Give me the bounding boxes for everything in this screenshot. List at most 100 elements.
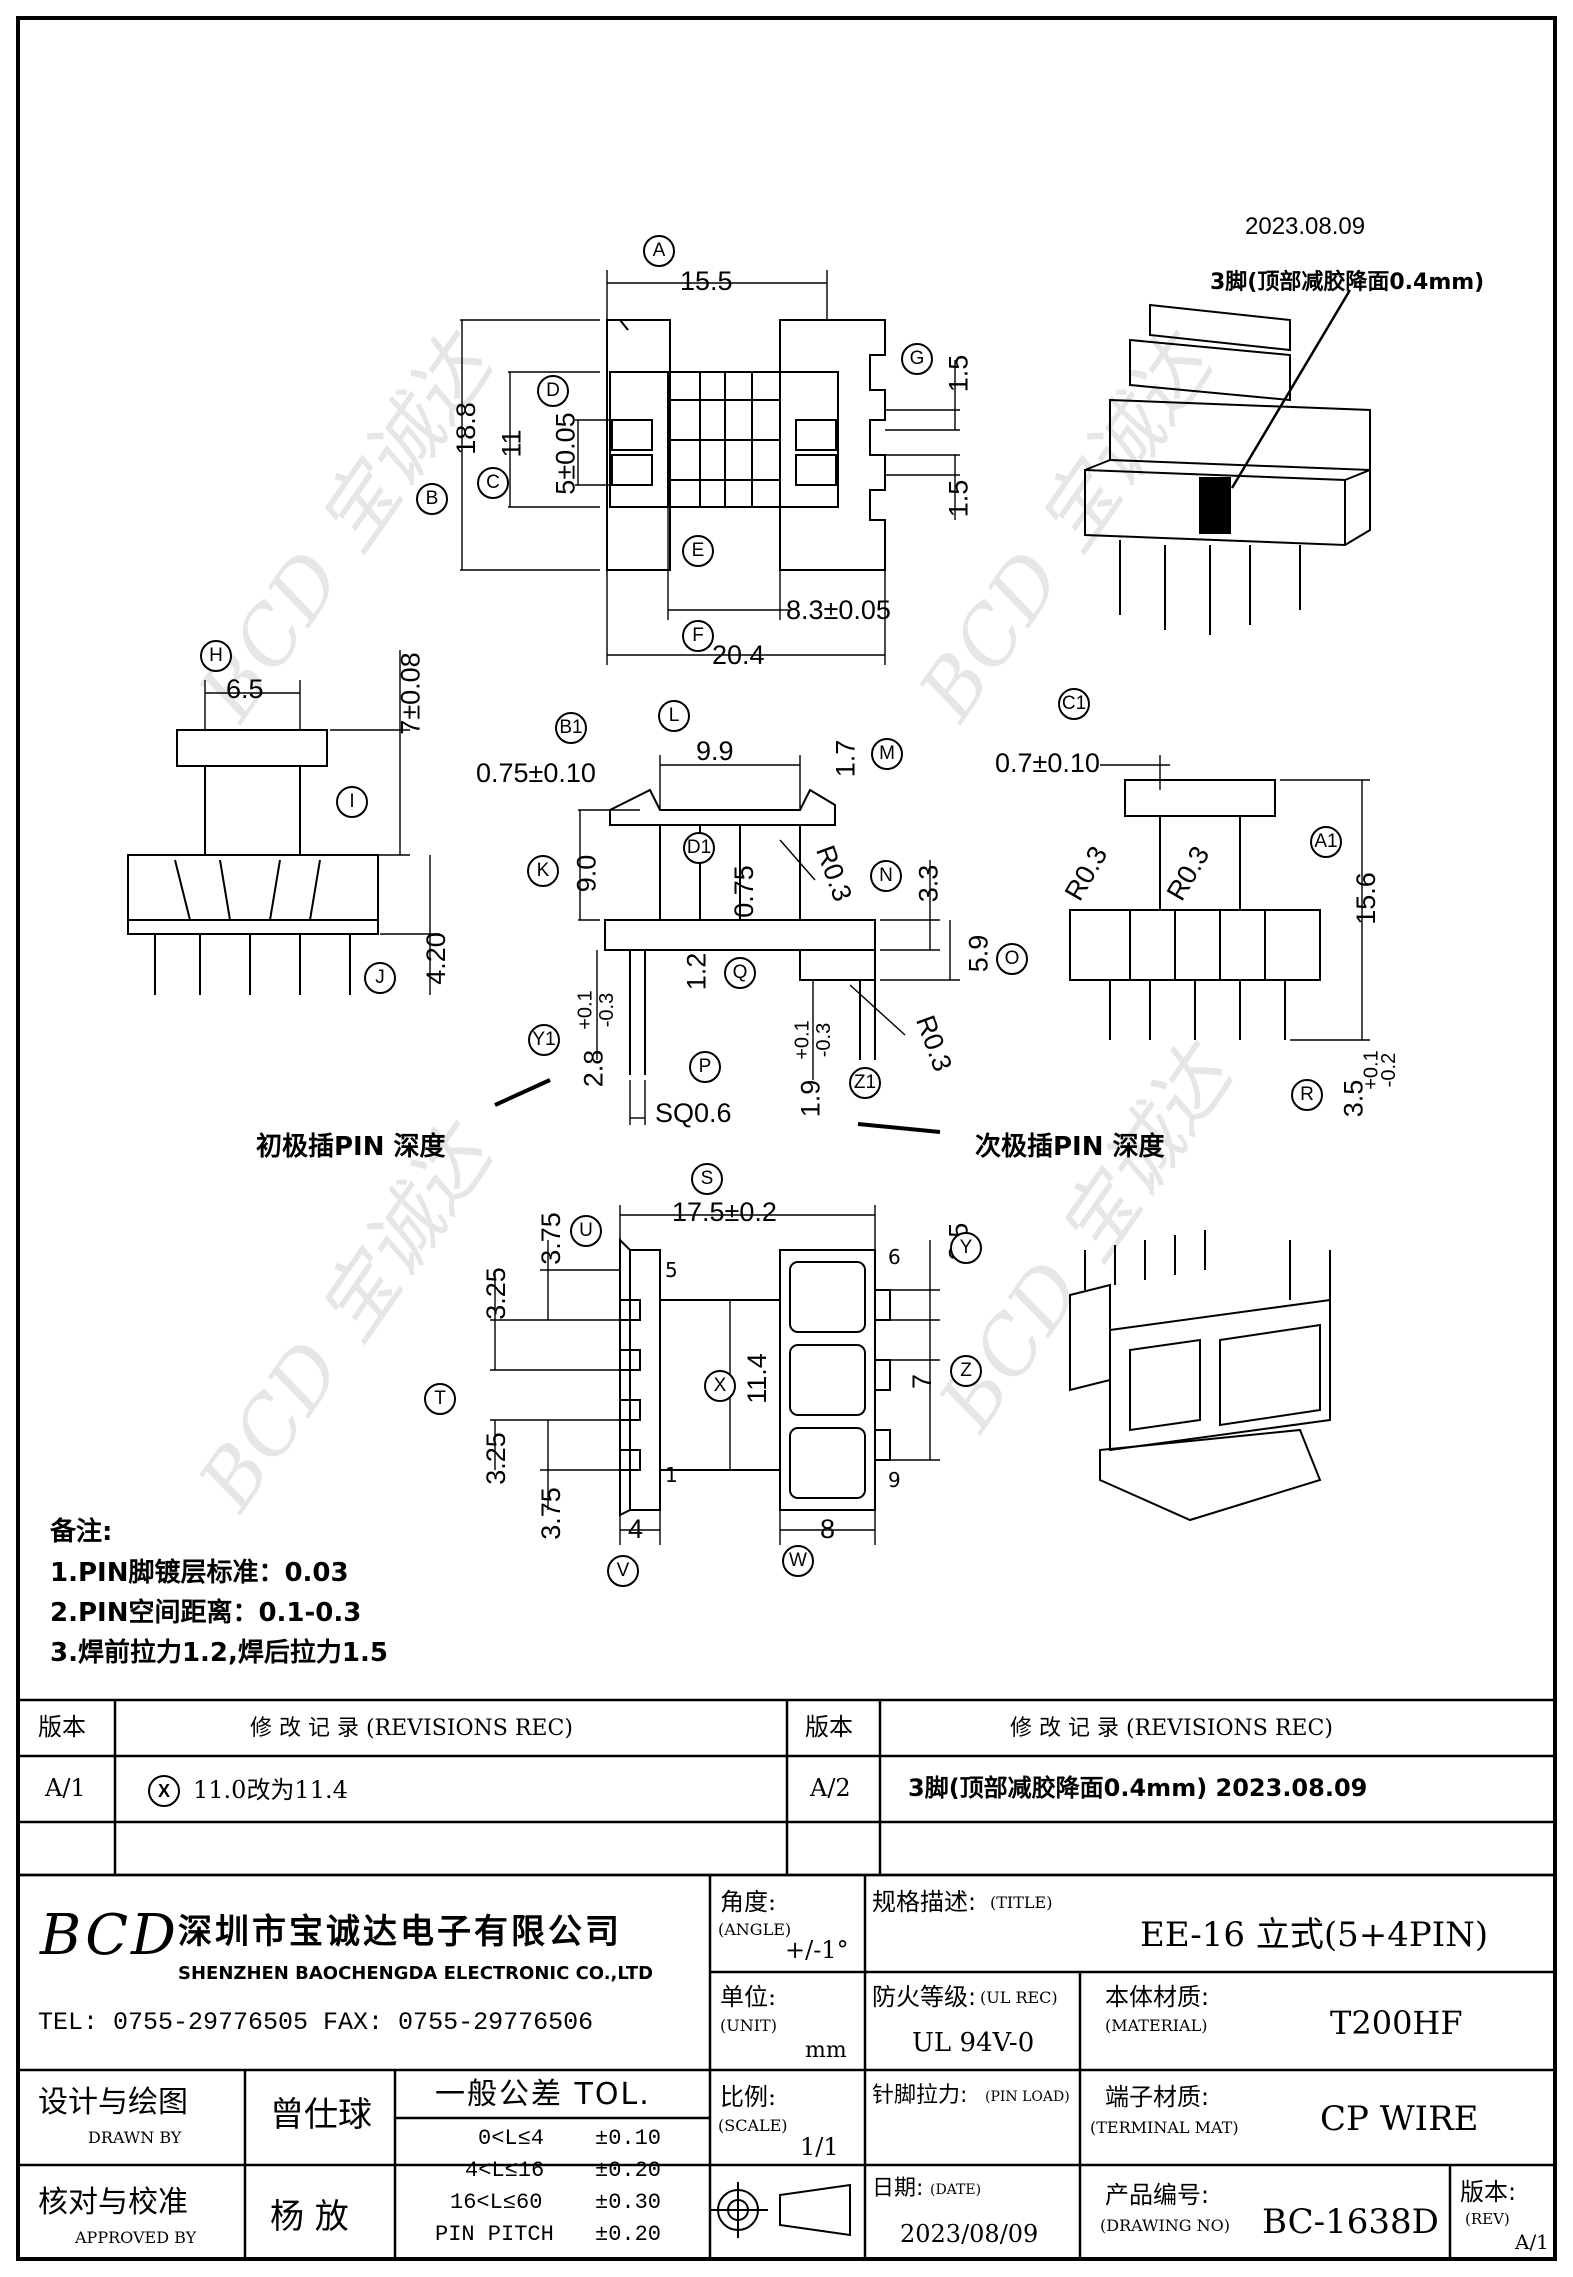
callout-bubble: R <box>1291 1079 1323 1111</box>
company-name-en: SHENZHEN BAOCHENGDA ELECTRONIC CO.,LTD <box>178 1963 654 1984</box>
callout-bubble: A1 <box>1310 826 1342 858</box>
dim-text: +0.1 <box>574 990 597 1030</box>
title-value: EE-16 立式(5+4PIN) <box>1140 1915 1489 1955</box>
side-view-outline <box>127 729 379 995</box>
dim-text: -0.3 <box>813 1022 836 1058</box>
callout-bubble: Z1 <box>849 1067 881 1099</box>
revision-date-label: 2023.08.09 <box>1245 213 1366 240</box>
callout-bubble: X <box>704 1370 736 1402</box>
ul-value: UL 94V-0 <box>912 2028 1035 2058</box>
ul-label: 防火等级: <box>872 1983 977 2011</box>
dim-text: 11.4 <box>741 1353 772 1404</box>
dim-text: 0.7±0.10 <box>995 748 1100 778</box>
unit-label: 单位: <box>720 1983 777 2011</box>
pin-load-label-en: (PIN LOAD) <box>985 2089 1070 2105</box>
dim-text: -0.3 <box>596 992 619 1028</box>
pin-load-label: 针脚拉力: <box>872 2083 968 2108</box>
right-view-outline <box>1069 779 1321 1040</box>
front-view-dimension-lines <box>578 755 960 1125</box>
callout-bubble: K <box>527 855 559 887</box>
callout-bubble: V <box>607 1555 639 1587</box>
dim-text: 3.75 <box>535 1212 566 1265</box>
material-label: 本体材质: <box>1105 1983 1210 2011</box>
callout-bubble: S <box>691 1163 723 1195</box>
company-logo: BCD <box>40 1903 179 1968</box>
callout-bubble: D1 <box>683 832 715 864</box>
callout-bubble: O <box>996 943 1028 975</box>
callout-bubble: B1 <box>555 712 587 744</box>
revision-callout-label: 3脚(顶部减胶降面0.4mm) <box>1210 270 1485 295</box>
revision-version: A/2 <box>810 1774 851 1802</box>
revision-record-header: 修 改 记 录 (REVISIONS REC) <box>1010 1716 1333 1741</box>
designer-label: 设计与绘图 <box>38 2085 188 2120</box>
scale-label-en: (SCALE) <box>718 2116 788 2135</box>
dim-text: 4 <box>628 1514 644 1544</box>
date-label: 日期: <box>872 2176 924 2201</box>
tolerance-value: ±0.10 <box>595 2126 662 2151</box>
dim-text: 20.4 <box>712 640 765 670</box>
drawing-no-value: BC-1638D <box>1262 2202 1439 2242</box>
top-view-outline <box>606 319 886 571</box>
bottom-view-outline <box>619 1237 891 1517</box>
dim-text: 2.8 <box>578 1049 609 1088</box>
revision-table-lines <box>16 1698 1557 1877</box>
note-item: 2.PIN空间距离：0.1-0.3 <box>50 1598 362 1628</box>
dim-text: 18.8 <box>450 402 481 455</box>
note-item: 3.焊前拉力1.2,焊后拉力1.5 <box>50 1638 388 1668</box>
callout-bubble: T <box>424 1383 456 1415</box>
title-label: 规格描述: <box>872 1888 977 1916</box>
rev-label: 版本: <box>1460 2178 1517 2206</box>
company-contact: TEL: 0755-29776505 FAX: 0755-29776506 <box>38 2008 594 2037</box>
callout-bubble: Y1 <box>528 1024 560 1056</box>
revision-text: 11.0改为11.4 <box>193 1776 348 1804</box>
callout-bubble: W <box>782 1545 814 1577</box>
dim-text: 0.75 <box>728 865 759 918</box>
note-item: 1.PIN脚镀层标准：0.03 <box>50 1558 349 1588</box>
title-label-en: (TITLE) <box>990 1893 1053 1912</box>
dim-text: 3.25 <box>480 1267 511 1320</box>
dim-text: -0.2 <box>1378 1052 1401 1088</box>
revision-version-header: 版本 <box>805 1713 853 1741</box>
pin-number: 6 <box>888 1245 901 1269</box>
drawing-no-label: 产品编号: <box>1105 2181 1210 2209</box>
designer-name: 曾仕球 <box>270 2095 372 2135</box>
callout-bubble: D <box>537 375 569 407</box>
dim-text: 3.75 <box>535 1487 566 1540</box>
tolerance-title: 一般公差 TOL. <box>435 2077 651 2112</box>
pin-number: 5 <box>665 1258 678 1282</box>
ul-label-en: (UL REC) <box>980 1988 1058 2007</box>
scale-value: 1/1 <box>800 2133 839 2161</box>
tolerance-value: ±0.20 <box>595 2222 662 2247</box>
dim-text: 6.5 <box>226 674 264 704</box>
iso-view-bottom <box>1069 1230 1331 1522</box>
dim-text: 3.25 <box>480 1432 511 1485</box>
drawing-no-label-en: (DRAWING NO) <box>1100 2216 1231 2235</box>
dim-text: 7 <box>907 1373 938 1390</box>
dim-text: 1.9 <box>795 1079 826 1118</box>
callout-bubble: M <box>871 738 903 770</box>
callout-bubble: E <box>682 535 714 567</box>
callout-bubble: L <box>658 700 690 732</box>
callout-bubble: F <box>682 620 714 652</box>
pin-number: 1 <box>665 1463 678 1487</box>
projection-symbol <box>710 2182 851 2238</box>
tolerance-range: PIN PITCH <box>435 2222 554 2247</box>
secondary-pin-depth-label: 次极插PIN 深度 <box>975 1132 1165 1162</box>
checker-label-en: APPROVED BY <box>75 2228 197 2247</box>
revision-bubble: X <box>148 1775 180 1807</box>
pin-number: 9 <box>888 1468 901 1492</box>
right-view-dimension-lines <box>1100 755 1370 1041</box>
dim-text: SQ0.6 <box>655 1098 732 1128</box>
dim-text: 15.5 <box>680 266 733 296</box>
notes-title: 备注: <box>50 1517 113 1547</box>
dim-text: 7±0.08 <box>395 652 426 735</box>
dim-text: 4.20 <box>420 932 451 985</box>
tolerance-value: ±0.30 <box>595 2190 662 2215</box>
tolerance-range: 4<L≤16 <box>465 2158 545 2183</box>
designer-label-en: DRAWN BY <box>88 2128 182 2147</box>
dim-text: 5.9 <box>963 934 994 973</box>
revision-text: 3脚(顶部减胶降面0.4mm) 2023.08.09 <box>908 1774 1368 1802</box>
terminal-label-en: (TERMINAL MAT) <box>1090 2118 1239 2137</box>
